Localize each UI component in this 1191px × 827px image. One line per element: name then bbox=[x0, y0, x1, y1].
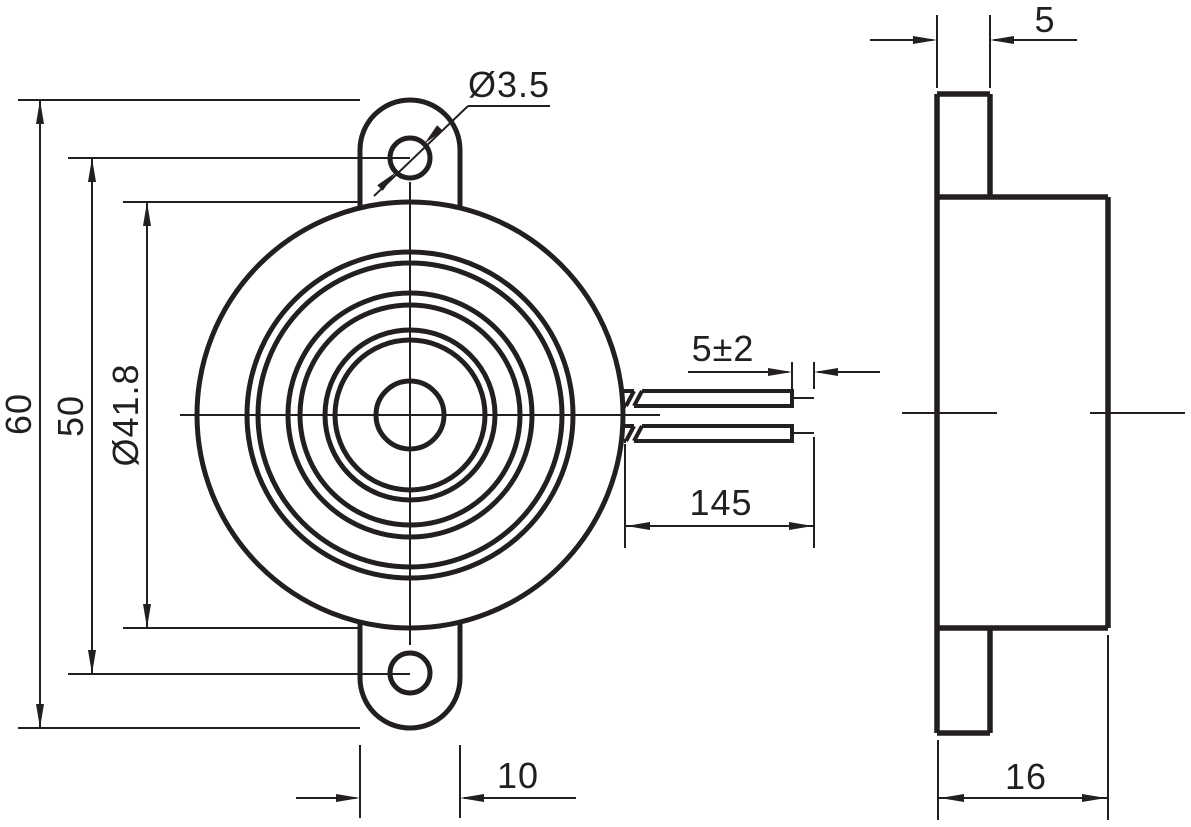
dim-label-lead-tip: 5±2 bbox=[692, 328, 755, 369]
ring-circle bbox=[297, 302, 523, 528]
arrowhead-down bbox=[143, 604, 151, 628]
arrowhead-left bbox=[626, 522, 650, 530]
ring-circle bbox=[255, 260, 565, 570]
arrowhead-right bbox=[913, 36, 937, 44]
ring-circle bbox=[244, 249, 576, 581]
wire-break-slash bbox=[632, 390, 644, 407]
buzzer-body-circles bbox=[194, 199, 626, 631]
wire-break-slash bbox=[624, 425, 636, 442]
arrowhead-right bbox=[789, 522, 813, 530]
tab-outline bbox=[357, 97, 463, 209]
dim-hole-spacing: 50 bbox=[50, 157, 410, 675]
dim-label-overall-height: 60 bbox=[0, 393, 39, 435]
sound-hole-circle bbox=[373, 378, 447, 452]
ring-circle bbox=[322, 327, 498, 503]
lead-wire-upper bbox=[624, 389, 814, 408]
dim-overall-height: 60 bbox=[0, 99, 360, 729]
arrowhead-up bbox=[88, 158, 96, 182]
arrowhead-up bbox=[36, 100, 44, 124]
arrowhead-left bbox=[814, 368, 838, 376]
dim-label-tab-width: 10 bbox=[497, 755, 539, 796]
arrowhead-down bbox=[88, 650, 96, 674]
dim-label-hole-diameter: Ø3.5 bbox=[468, 64, 550, 105]
dim-total-depth: 16 bbox=[937, 635, 1109, 820]
dim-body-diameter: Ø41.8 bbox=[105, 201, 360, 629]
dim-label-body-diameter: Ø41.8 bbox=[105, 363, 146, 466]
arrowhead-up bbox=[143, 202, 151, 226]
lead-wire-lower bbox=[624, 424, 814, 443]
arrowhead-right bbox=[336, 794, 360, 802]
arrowhead-left bbox=[940, 794, 964, 802]
dim-label-hole-spacing: 50 bbox=[50, 395, 91, 437]
dim-label-total-depth: 16 bbox=[1005, 756, 1047, 797]
wire-break-slash bbox=[632, 425, 644, 442]
dim-tab-width: 10 bbox=[296, 745, 576, 818]
outer-body-circle bbox=[194, 199, 626, 631]
leader-line bbox=[373, 105, 469, 197]
tab-outline bbox=[357, 621, 463, 731]
dim-flange-thickness: 5 bbox=[870, 0, 1077, 88]
arrowhead-down bbox=[36, 704, 44, 728]
arrowhead-upper-right bbox=[377, 172, 396, 191]
dim-lead-length: 145 bbox=[624, 437, 815, 548]
dim-label-flange-thickness: 5 bbox=[1034, 0, 1055, 40]
ring-circle bbox=[285, 290, 535, 540]
dim-label-lead-length: 145 bbox=[689, 482, 752, 523]
dim-lead-tip: 5±2 bbox=[688, 328, 880, 389]
dim-hole-diameter: Ø3.5 bbox=[373, 64, 550, 197]
arrowhead-right bbox=[1082, 794, 1106, 802]
side-view: 5 16 bbox=[870, 0, 1185, 820]
ring-circle bbox=[332, 337, 488, 493]
arrowhead-right bbox=[768, 368, 792, 376]
wire-break-slash bbox=[624, 390, 636, 407]
front-view: 60 50 Ø41.8 Ø3.5 bbox=[0, 64, 880, 818]
arrowhead-left bbox=[460, 794, 484, 802]
arrowhead-left bbox=[990, 36, 1014, 44]
arrowhead-lower-left bbox=[424, 125, 443, 144]
